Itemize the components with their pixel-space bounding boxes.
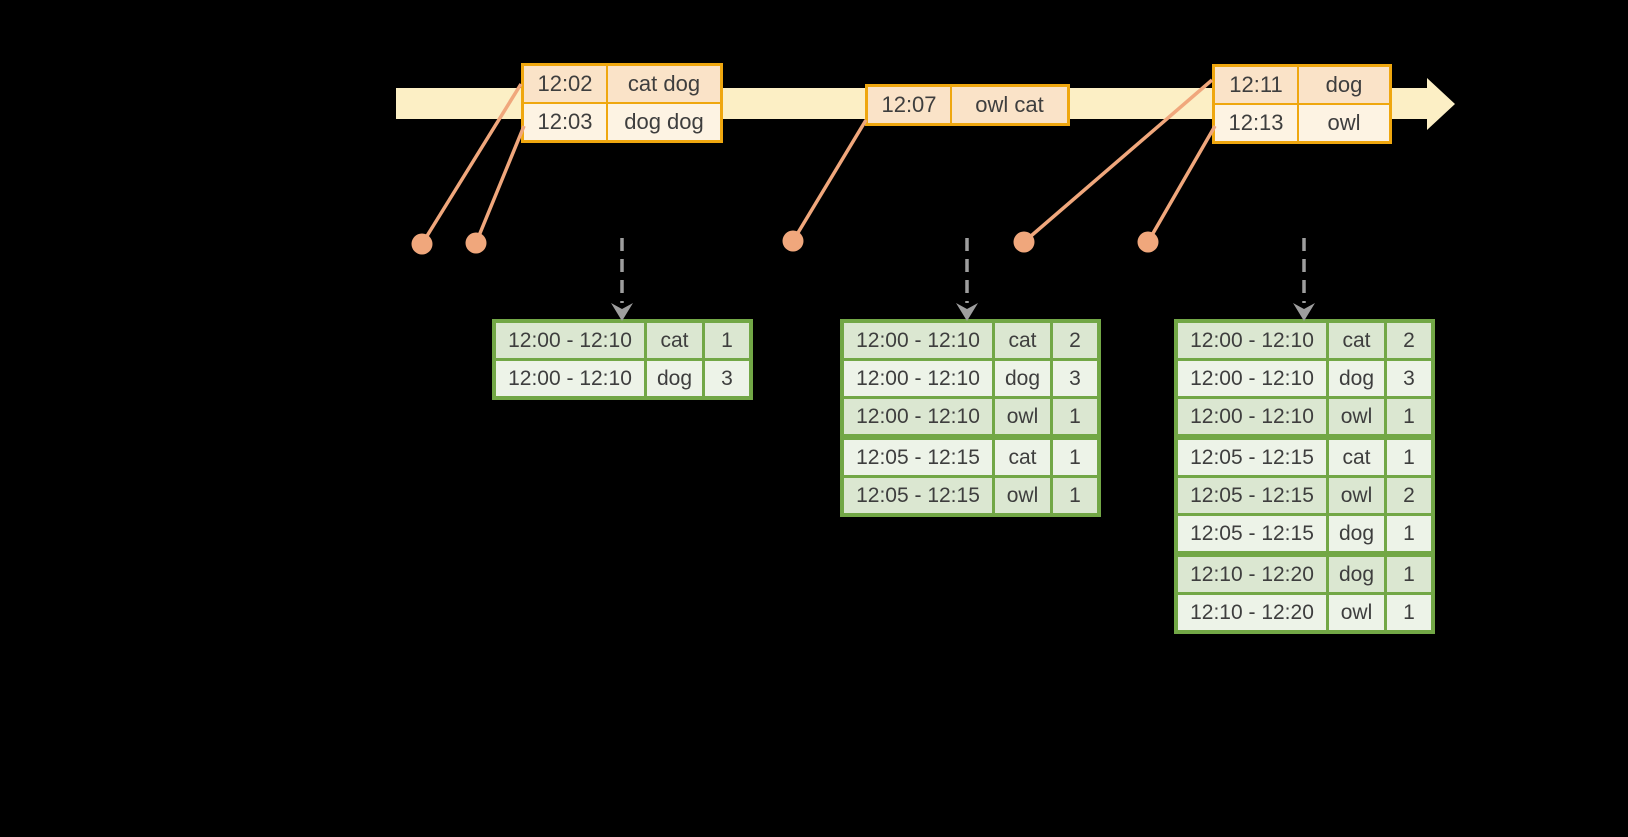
event-connector-line bbox=[474, 125, 526, 244]
window-cell: 12:05 - 12:15 bbox=[1178, 440, 1326, 475]
time-cell: 12:11 bbox=[1215, 67, 1297, 103]
word-cell: dog bbox=[1329, 361, 1384, 396]
count-cell: 1 bbox=[1053, 399, 1097, 434]
time-cell: 12:03 bbox=[524, 104, 606, 140]
count-cell: 1 bbox=[1387, 516, 1431, 551]
count-cell: 3 bbox=[1387, 361, 1431, 396]
window-cell: 12:00 - 12:10 bbox=[844, 399, 992, 434]
count-cell: 3 bbox=[705, 361, 749, 396]
words-cell: dog dog bbox=[608, 104, 720, 140]
window-cell: 12:00 - 12:10 bbox=[1178, 399, 1326, 434]
window-cell: 12:00 - 12:10 bbox=[496, 323, 644, 358]
word-cell: cat bbox=[1329, 323, 1384, 358]
words-cell: cat dog bbox=[608, 66, 720, 102]
window-cell: 12:05 - 12:15 bbox=[844, 478, 992, 513]
event-connector-line bbox=[791, 119, 868, 242]
event-dot bbox=[1137, 231, 1159, 253]
window-cell: 12:00 - 12:10 bbox=[1178, 323, 1326, 358]
window-cell: 12:05 - 12:15 bbox=[1178, 516, 1326, 551]
words-cell: dog bbox=[1299, 67, 1389, 103]
window-cell: 12:05 - 12:15 bbox=[844, 440, 992, 475]
window-cell: 12:00 - 12:10 bbox=[844, 361, 992, 396]
count-cell: 1 bbox=[1053, 478, 1097, 513]
event-connector-line bbox=[1146, 125, 1217, 243]
time-cell: 12:13 bbox=[1215, 105, 1297, 141]
word-cell: owl bbox=[1329, 399, 1384, 434]
window-cell: 12:00 - 12:10 bbox=[844, 323, 992, 358]
word-cell: owl bbox=[995, 399, 1050, 434]
word-cell: cat bbox=[995, 323, 1050, 358]
count-cell: 2 bbox=[1053, 323, 1097, 358]
event-dot bbox=[465, 232, 487, 254]
count-cell: 2 bbox=[1387, 323, 1431, 358]
window-cell: 12:10 - 12:20 bbox=[1178, 595, 1326, 630]
event-dot bbox=[782, 230, 804, 252]
count-cell: 1 bbox=[1387, 440, 1431, 475]
window-cell: 12:00 - 12:10 bbox=[1178, 361, 1326, 396]
word-cell: cat bbox=[995, 440, 1050, 475]
word-cell: owl bbox=[1329, 478, 1384, 513]
event-dot bbox=[411, 233, 433, 255]
event-dots bbox=[411, 230, 1159, 255]
word-cell: owl bbox=[1329, 595, 1384, 630]
window-cell: 12:05 - 12:15 bbox=[1178, 478, 1326, 513]
word-cell: dog bbox=[995, 361, 1050, 396]
timeline-arrowhead-icon bbox=[1427, 78, 1455, 130]
word-cell: dog bbox=[1329, 557, 1384, 592]
word-cell: cat bbox=[1329, 440, 1384, 475]
words-cell: owl bbox=[1299, 105, 1389, 141]
words-cell: owl cat bbox=[952, 87, 1067, 123]
window-cell: 12:00 - 12:10 bbox=[496, 361, 644, 396]
count-cell: 1 bbox=[1053, 440, 1097, 475]
trigger-arrows bbox=[611, 238, 1315, 321]
count-cell: 1 bbox=[1387, 399, 1431, 434]
time-cell: 12:07 bbox=[868, 87, 950, 123]
event-dot bbox=[1013, 231, 1035, 253]
word-cell: dog bbox=[1329, 516, 1384, 551]
count-cell: 1 bbox=[705, 323, 749, 358]
word-cell: cat bbox=[647, 323, 702, 358]
count-cell: 2 bbox=[1387, 478, 1431, 513]
count-cell: 1 bbox=[1387, 557, 1431, 592]
window-cell: 12:10 - 12:20 bbox=[1178, 557, 1326, 592]
word-cell: dog bbox=[647, 361, 702, 396]
time-cell: 12:02 bbox=[524, 66, 606, 102]
word-cell: owl bbox=[995, 478, 1050, 513]
count-cell: 3 bbox=[1053, 361, 1097, 396]
count-cell: 1 bbox=[1387, 595, 1431, 630]
